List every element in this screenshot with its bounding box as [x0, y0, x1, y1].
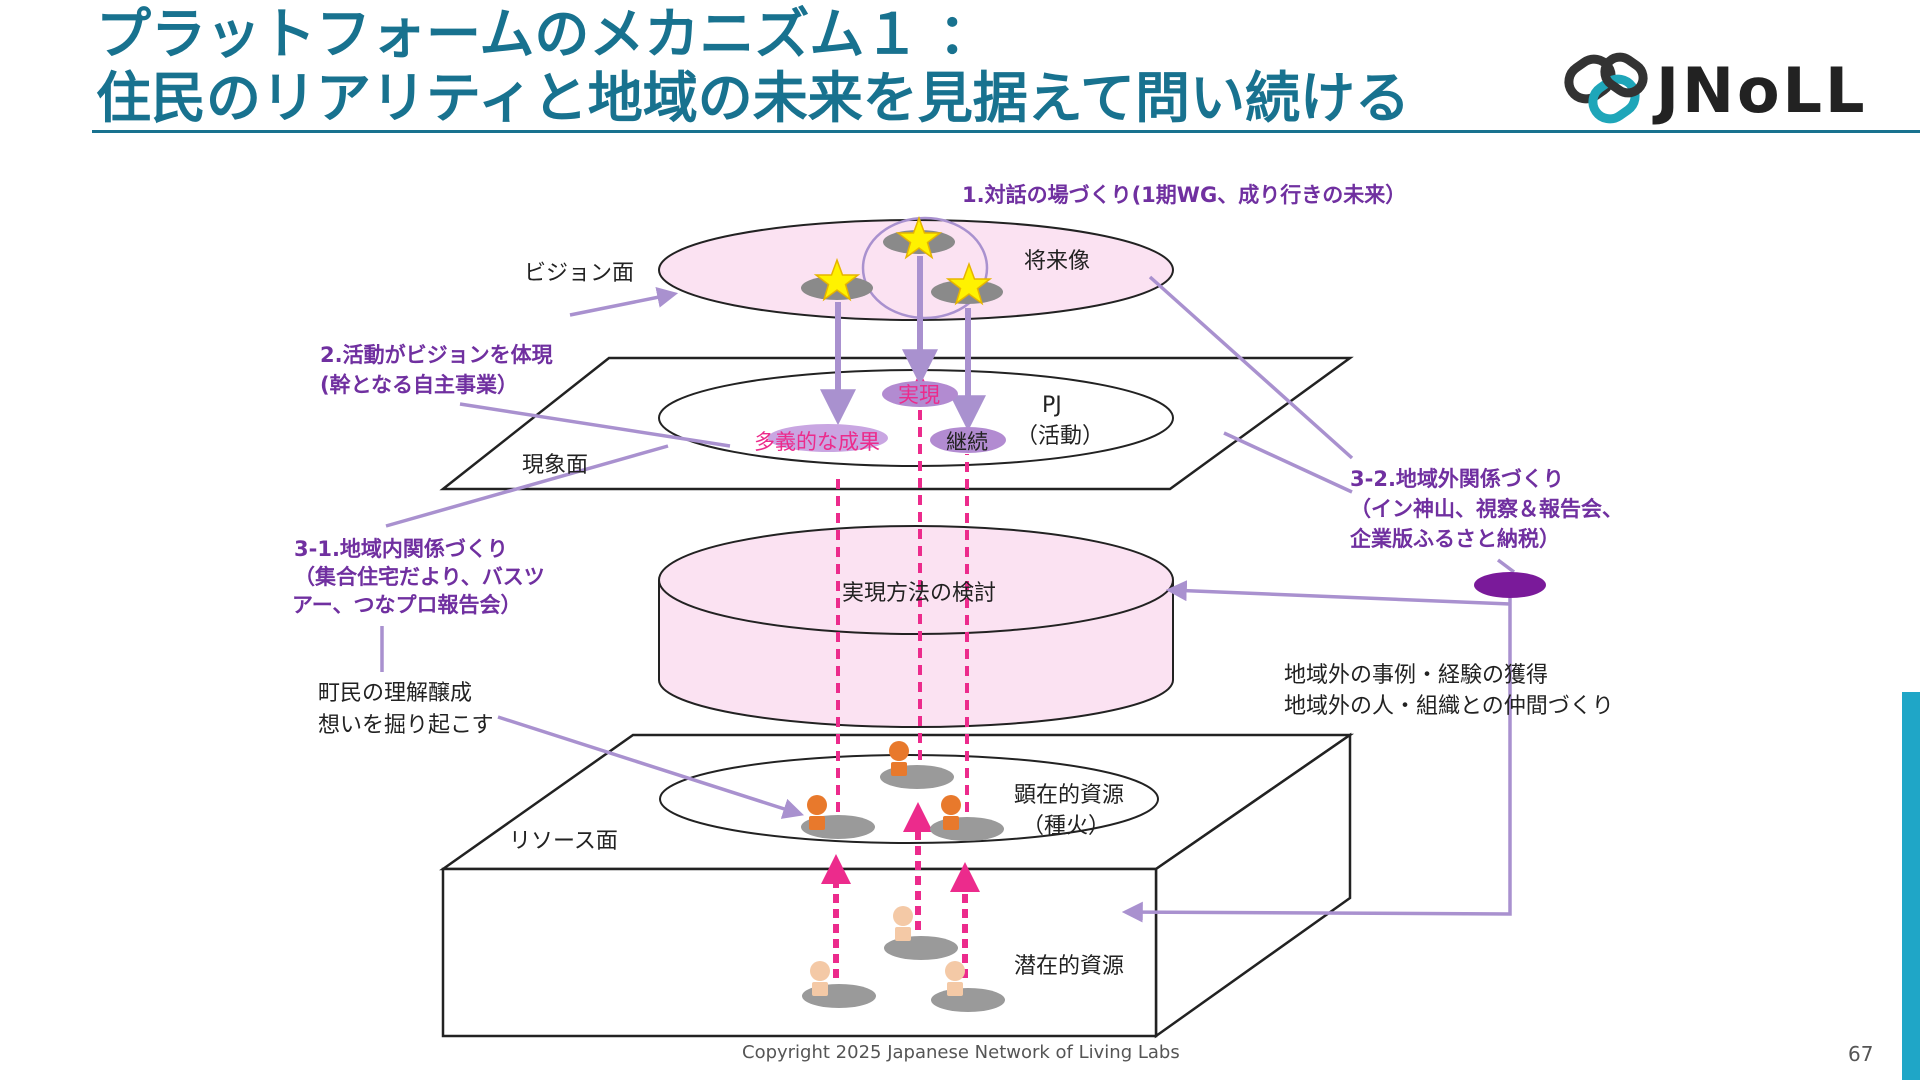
outside-cases-label: 地域外の事例・経験の獲得	[1284, 663, 1548, 688]
slide-title: プラットフォームのメカニズム１ ： 住民のリアリティと地域の未来を見据えて問い続…	[96, 2, 1410, 130]
person-icon	[880, 741, 954, 789]
callout-connectors	[380, 275, 1516, 923]
star-icon	[895, 215, 943, 260]
vision-ellipse	[658, 216, 1174, 321]
callout-3-1-detail-2: アー、つなプロ報告会）	[292, 593, 522, 617]
slide-title-line1: プラットフォームのメカニズム１ ：	[96, 2, 994, 66]
future-image-label: 将来像	[1024, 249, 1090, 274]
plane-label-vision: ビジョン面	[524, 261, 634, 286]
person-icon	[931, 961, 1005, 1012]
callout-1: 1.対話の場づくり(1期WG、成り行きの未来）	[962, 183, 1406, 207]
outcomes-label: 多義的な成果	[754, 430, 880, 454]
callout-3-2-detail-1: （イン神山、視察＆報告会、	[1350, 497, 1623, 521]
outside-network-label: 地域外の人・組織との仲間づくり	[1284, 694, 1614, 719]
callout-2-title: 2.活動がビジョンを体現	[320, 343, 553, 367]
jnoll-logo: JNoLL	[1564, 52, 1868, 127]
slide-title-line2: 住民のリアリティと地域の未来を見据えて問い続ける	[96, 66, 1410, 130]
resource-box	[439, 732, 1355, 1039]
latent-resource-label: 潜在的資源	[1014, 954, 1124, 979]
callout-3-2-detail-2: 企業版ふるさと納税）	[1349, 527, 1560, 551]
star-icon	[945, 261, 993, 306]
manifest-resource-label: 顕在的資源	[1014, 783, 1124, 808]
star-icon	[813, 257, 861, 302]
person-icon	[802, 961, 876, 1008]
people-markers	[801, 741, 1005, 1012]
callout-3-1-detail-1: （集合住宅だより、バスツ	[294, 565, 545, 589]
person-icon	[930, 795, 1004, 841]
accent-side-bar	[1902, 692, 1920, 1080]
realize-label: 実現	[898, 383, 940, 407]
callout-2-detail: (幹となる自主事業）	[320, 373, 518, 397]
copyright-footer: Copyright 2025 Japanese Network of Livin…	[742, 1042, 1180, 1063]
page-number: 67	[1848, 1042, 1874, 1066]
dashed-link-lines	[821, 372, 980, 978]
pj-activity-label: （活動）	[1016, 424, 1104, 449]
plane-label-resource: リソース面	[509, 829, 618, 854]
outside-relations-node	[1474, 572, 1546, 598]
activity-badges	[768, 381, 1006, 453]
callout-3-2-title: 3-2.地域外関係づくり	[1350, 467, 1564, 491]
dig-up-feelings-label: 想いを掘り起こす	[318, 713, 494, 738]
vision-star-markers	[801, 215, 1003, 306]
ember-label: （種火）	[1022, 814, 1110, 839]
person-icon	[801, 795, 875, 839]
callout-3-1-title: 3-1.地域内関係づくり	[294, 537, 508, 561]
diagram-labels: ビジョン面 現象面 リソース面 将来像 PJ （活動） 実現 多義的な成果 継続…	[318, 249, 1614, 979]
realization-arrows	[820, 256, 986, 432]
pj-label: PJ	[1042, 393, 1062, 418]
logo-wordmark: JNoLL	[1652, 54, 1868, 127]
method-cylinder	[658, 525, 1174, 728]
title-divider	[92, 130, 1920, 133]
chain-link-icon	[1564, 52, 1648, 124]
method-label: 実現方法の検討	[842, 581, 996, 606]
town-understanding-label: 町民の理解醸成	[318, 681, 472, 706]
continue-label: 継続	[946, 430, 988, 454]
person-icon	[884, 906, 958, 960]
purple-callouts: 1.対話の場づくり(1期WG、成り行きの未来） 2.活動がビジョンを体現 (幹と…	[292, 183, 1623, 617]
plane-label-phenomenon: 現象面	[522, 453, 588, 478]
